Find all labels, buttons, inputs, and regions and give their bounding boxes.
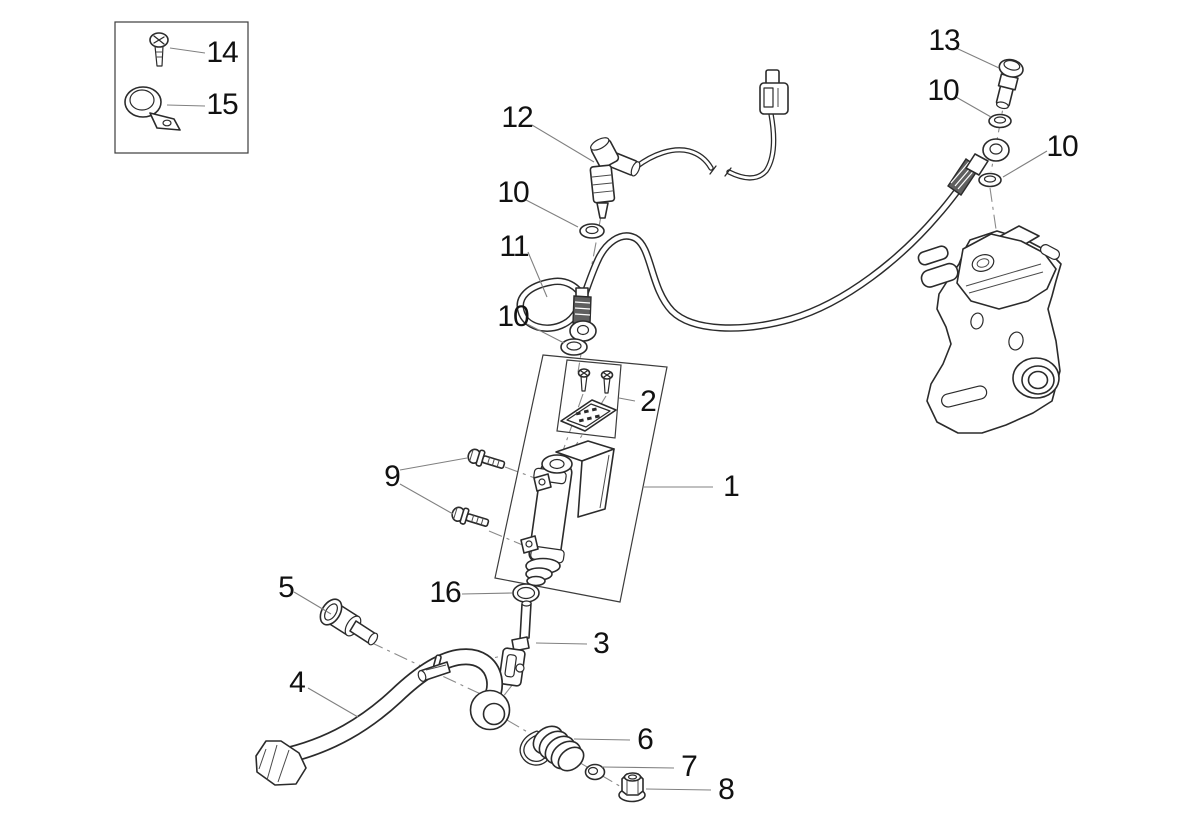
callout-label-4-15: 4 <box>289 666 306 699</box>
callout-label-3-13: 3 <box>593 627 610 660</box>
master-cylinder-part-1 <box>520 440 615 587</box>
caliper-body <box>956 233 1057 310</box>
callout-label-10-5: 10 <box>497 300 529 333</box>
clevis-stud <box>417 654 451 682</box>
sealing-washer-part-10 <box>560 338 588 356</box>
brake-light-switch-part-12 <box>589 137 641 219</box>
reservoir-cap-part-2 <box>560 368 617 432</box>
leader-line <box>601 766 675 769</box>
leader-line <box>645 788 712 791</box>
pivot-pin-part-5 <box>319 598 379 646</box>
callout-label-11-4: 11 <box>499 230 529 263</box>
leader-line <box>618 397 636 402</box>
leader-line <box>461 592 513 595</box>
callout-label-7-17: 7 <box>681 750 698 783</box>
flange-bolt <box>467 448 506 469</box>
leader-line <box>573 738 631 741</box>
callout-label-5-14: 5 <box>278 571 295 604</box>
leader-line <box>307 687 359 718</box>
wire-connector <box>759 69 789 115</box>
leader-line <box>527 251 548 298</box>
brake-pedal-part-4 <box>255 648 511 786</box>
leader-line <box>531 124 595 163</box>
callout-label-10-3: 10 <box>497 176 529 209</box>
callout-leader-lines <box>166 47 1048 791</box>
callout-label-6-16: 6 <box>637 723 654 756</box>
leader-line <box>166 104 206 107</box>
leader-line <box>399 483 454 515</box>
callout-label-9-11: 9 <box>384 460 401 493</box>
callout-label-2-9: 2 <box>640 385 657 418</box>
cap-grip-dots <box>575 407 600 423</box>
cap-screw <box>600 370 614 394</box>
mounting-bolts-part-9 <box>449 448 506 532</box>
leader-line <box>293 591 332 615</box>
legend-box <box>114 21 249 154</box>
reservoir-cap-group-box <box>556 359 622 439</box>
screw-part-14 <box>149 32 169 67</box>
callout-label-8-18: 8 <box>718 773 735 806</box>
hose-crimp <box>572 295 592 325</box>
clamp-part-15 <box>124 86 181 131</box>
callout-label-13-6: 13 <box>928 24 960 57</box>
pedal-toe-plate <box>255 740 307 786</box>
callout-label-12-2: 12 <box>501 101 533 134</box>
slide-pin <box>920 262 959 288</box>
oring-part-16 <box>512 583 540 603</box>
callout-label-10-7: 10 <box>927 74 959 107</box>
banjo-bolt-part-13 <box>995 58 1024 110</box>
bleed-valve <box>917 245 949 266</box>
switch-wire <box>633 111 777 181</box>
sealing-washer-part-10 <box>978 172 1002 188</box>
pushrod-part-3 <box>498 600 532 687</box>
flange-nut-part-8 <box>618 772 646 803</box>
assembly-axis-lines <box>369 91 1007 789</box>
brake-caliper-assembly <box>917 225 1062 434</box>
leader-line <box>955 47 1000 69</box>
cap-screw <box>577 368 591 392</box>
leader-line <box>399 457 468 471</box>
leader-line <box>525 199 579 228</box>
leader-line <box>1002 150 1048 178</box>
sealing-washer-part-10 <box>579 223 605 239</box>
master-cylinder-group-box <box>494 354 668 603</box>
callout-label-15-1: 15 <box>206 88 238 121</box>
sealing-washer-part-10 <box>988 113 1012 129</box>
callout-label-10-8: 10 <box>1046 130 1078 163</box>
washer-part-7 <box>584 763 606 781</box>
callout-label-1-10: 1 <box>723 470 740 503</box>
leader-line <box>169 47 206 54</box>
brake-hose-part-11 <box>516 138 1010 342</box>
leader-line <box>535 642 588 645</box>
callout-label-16-12: 16 <box>429 576 461 609</box>
return-spring-part-6 <box>519 725 585 772</box>
leader-line <box>955 96 992 118</box>
leader-line <box>526 323 565 344</box>
callout-label-14-0: 14 <box>206 36 238 69</box>
